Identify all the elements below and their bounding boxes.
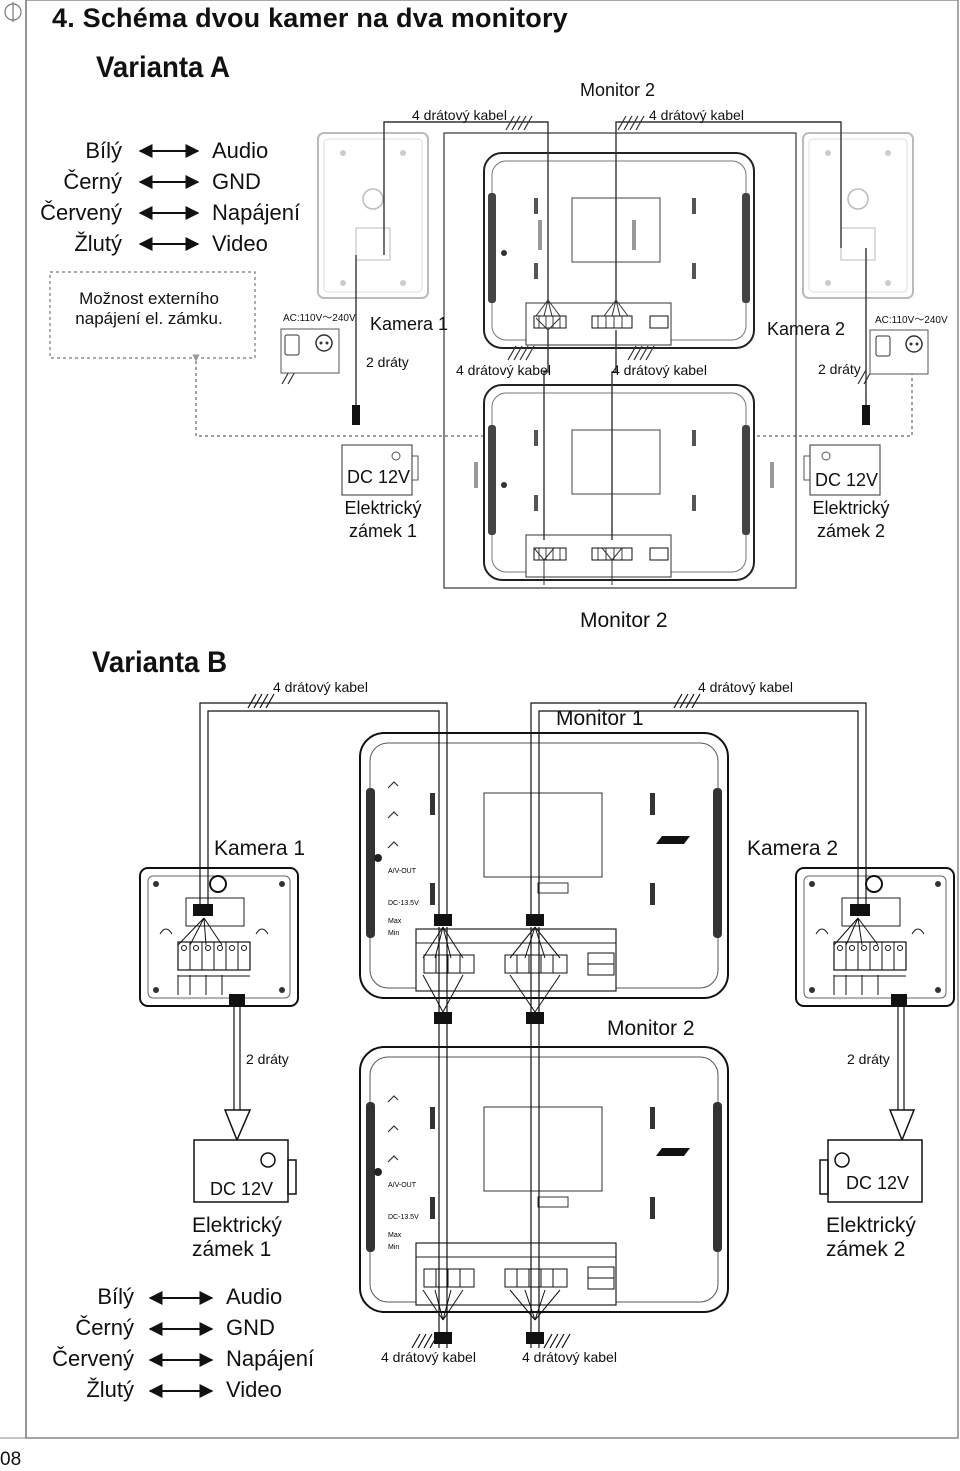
legend-signal: GND xyxy=(226,1315,275,1340)
legend-signal: Napájení xyxy=(212,200,301,225)
wire-label: 2 dráty xyxy=(246,1051,289,1067)
legend-color: Černý xyxy=(63,169,122,194)
monitor-2-label: Monitor 2 xyxy=(580,80,656,100)
lock-2-label: Elektrický zámek 2 xyxy=(812,498,890,541)
adapter-label: AC:110V～240V xyxy=(875,315,948,326)
monitor-2-label: Monitor 2 xyxy=(607,1017,695,1040)
variant-a-title: Varianta A xyxy=(96,51,230,84)
variant-b-legend-arrows xyxy=(148,1291,214,1398)
lock-box-a1 xyxy=(341,405,419,496)
wire-label: 2 dráty xyxy=(818,361,861,377)
wire-label: 2 dráty xyxy=(366,354,409,370)
camera-2-label: Kamera 2 xyxy=(747,837,839,860)
external-power-note: Možnost externího napájení el. zámku. xyxy=(75,289,223,329)
cable-label: 4 drátový kabel xyxy=(273,679,368,695)
legend-color: Bílý xyxy=(85,138,122,163)
cable-label: 4 drátový kabel xyxy=(522,1349,617,1365)
camera-2-label: Kamera 2 xyxy=(767,319,846,339)
legend-signal: Audio xyxy=(212,138,269,163)
camera-1-label: Kamera 1 xyxy=(370,314,449,334)
variant-a-legend-arrows xyxy=(138,144,200,251)
lock-2-label: Elektrický zámek 2 xyxy=(826,1214,916,1262)
lock-box-a2 xyxy=(803,405,881,496)
cable-label: 4 drátový kabel xyxy=(381,1349,476,1365)
lock-box-b2 xyxy=(819,1139,923,1203)
lock-box-b1 xyxy=(193,1139,297,1203)
page-number: 08 xyxy=(0,1449,22,1470)
lock-voltage: DC 12V xyxy=(815,470,879,490)
note-box xyxy=(49,271,256,359)
section-title: 4. Schéma dvou kamer na dva monitory xyxy=(52,3,568,33)
adapter-label: AC:110V～240V xyxy=(283,313,356,324)
power-socket-icon xyxy=(280,328,340,374)
monitor-2-label: Monitor 2 xyxy=(580,609,668,632)
cable-label: 4 drátový kabel xyxy=(412,107,507,123)
camera-1-label: Kamera 1 xyxy=(214,837,306,860)
legend-color: Černý xyxy=(75,1315,134,1340)
lock-1-label: Elektrický zámek 1 xyxy=(344,498,422,541)
legend-signal: Video xyxy=(212,231,268,256)
legend-signal: GND xyxy=(212,169,261,194)
tick-mark-icon xyxy=(247,693,701,1349)
legend-color: Žlutý xyxy=(86,1377,134,1402)
legend-signal: Napájení xyxy=(226,1346,315,1371)
lock-voltage: DC 12V xyxy=(846,1173,910,1193)
cable-label: 4 drátový kabel xyxy=(456,362,551,378)
sd-logo-icon xyxy=(656,836,690,1156)
legend-color: Červený xyxy=(52,1346,134,1371)
power-plug-icon xyxy=(869,329,929,375)
lock-1-label: Elektrický zámek 1 xyxy=(192,1214,282,1262)
legend-signal: Video xyxy=(226,1377,282,1402)
legend-color: Žlutý xyxy=(74,231,122,256)
variant-b-title: Varianta B xyxy=(92,646,227,679)
cable-label: 4 drátový kabel xyxy=(698,679,793,695)
legend-signal: Audio xyxy=(226,1284,283,1309)
cable-label: 4 drátový kabel xyxy=(612,362,707,378)
lock-voltage: DC 12V xyxy=(210,1179,274,1199)
lock-voltage: DC 12V xyxy=(347,467,411,487)
legend-color: Červený xyxy=(40,200,122,225)
legend-color: Bílý xyxy=(97,1284,134,1309)
monitor-1-label: Monitor 1 xyxy=(556,707,644,730)
cable-label: 4 drátový kabel xyxy=(649,107,744,123)
wire-label: 2 dráty xyxy=(847,1051,890,1067)
